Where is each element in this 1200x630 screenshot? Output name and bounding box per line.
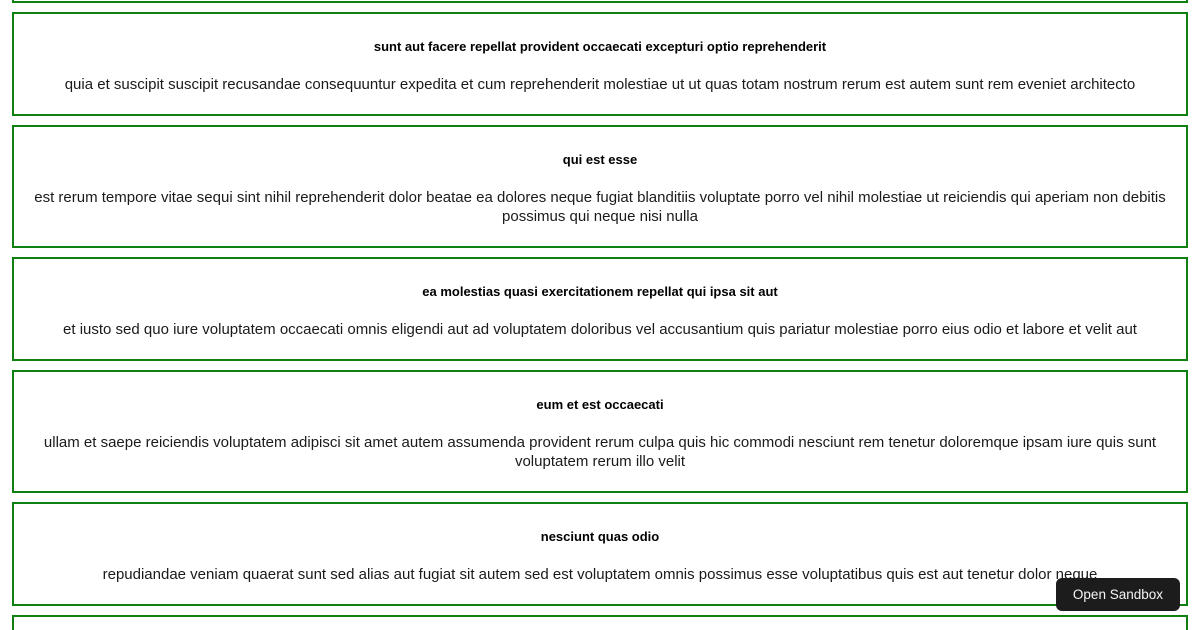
post-card: nesciunt quas odio repudiandae veniam qu… [12,502,1188,606]
post-title: sunt aut facere repellat provident occae… [373,39,827,54]
post-body: quia et suscipit suscipit recusandae con… [64,76,1136,93]
post-title: ea molestias quasi exercitationem repell… [422,284,778,299]
post-body: et iusto sed quo iure voluptatem occaeca… [63,321,1137,338]
open-sandbox-button[interactable]: Open Sandbox [1055,578,1180,611]
post-title: nesciunt quas odio [540,529,660,544]
post-title: eum et est occaecati [536,397,664,412]
post-card: eum et est occaecati ullam et saepe reic… [12,370,1188,493]
post-card-partial-bottom [12,615,1188,630]
post-card: sunt aut facere repellat provident occae… [12,12,1188,116]
post-title: qui est esse [562,152,638,167]
post-card-partial-top [12,0,1188,3]
post-body: est rerum tempore vitae sequi sint nihil… [34,189,1166,225]
post-body: ullam et saepe reiciendis voluptatem adi… [43,434,1157,470]
post-card: ea molestias quasi exercitationem repell… [12,257,1188,361]
post-card: qui est esse est rerum tempore vitae seq… [12,125,1188,248]
post-body: repudiandae veniam quaerat sunt sed alia… [102,566,1098,583]
